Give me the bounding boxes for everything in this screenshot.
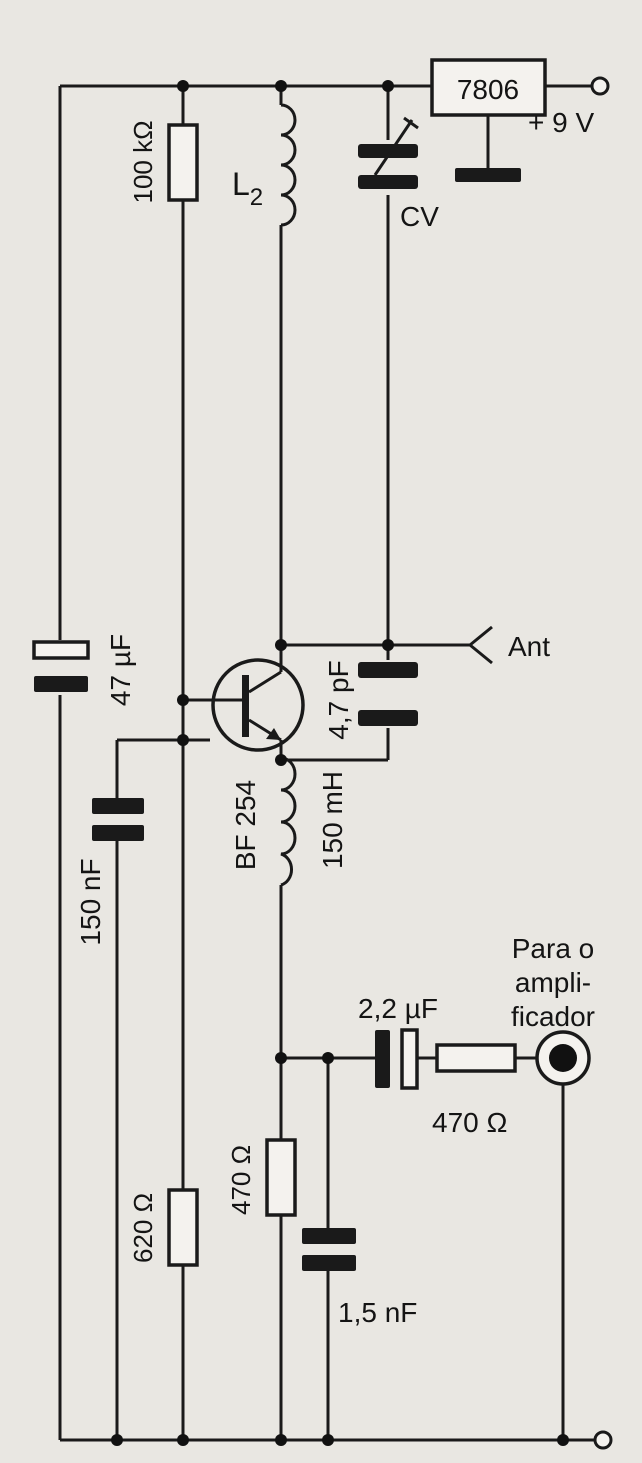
inductor-150mh	[280, 756, 297, 887]
regulator-ground-bar	[455, 168, 521, 182]
resistor-620	[167, 1188, 199, 1267]
capacitor-47uf	[32, 640, 90, 692]
capacitor-150nf	[92, 798, 144, 841]
resistor-100k-label: 100 kΩ	[128, 120, 158, 203]
capacitor-2u2f	[375, 1028, 419, 1090]
output-label-line3: ficador	[511, 1001, 595, 1032]
resistor-470-emitter	[265, 1138, 297, 1217]
antenna-label: Ant	[508, 631, 550, 662]
l2-label: L2	[232, 166, 263, 211]
antenna	[469, 625, 493, 665]
capacitor-47uf-label: 47 µF	[105, 634, 136, 706]
resistor-620-label: 620 Ω	[128, 1193, 158, 1263]
cv-label: CV	[400, 201, 439, 232]
resistor-470-emitter-label: 470 Ω	[226, 1145, 256, 1215]
inductor-l2	[280, 103, 297, 227]
regulator-label: 7806	[457, 74, 519, 105]
supply-label: + 9 V	[528, 107, 594, 138]
capacitor-1n5f-label: 1,5 nF	[338, 1297, 417, 1328]
variable-capacitor-cv	[358, 116, 419, 189]
capacitor-150nf-label: 150 nF	[75, 858, 106, 945]
resistor-100k	[167, 123, 199, 202]
resistor-470-output	[435, 1043, 517, 1073]
capacitor-4p7pf-label: 4,7 pF	[323, 660, 354, 739]
transistor-bf254	[211, 658, 305, 752]
supply-terminal	[590, 76, 610, 96]
regulator-7806	[430, 58, 547, 117]
capacitor-4p7pf	[358, 662, 418, 726]
ground-terminal	[593, 1430, 613, 1450]
output-label-line1: Para o	[512, 933, 595, 964]
output-jack	[535, 1030, 591, 1086]
junction-dots	[111, 80, 569, 1446]
capacitor-2u2f-label: 2,2 µF	[358, 993, 438, 1024]
transistor-label: BF 254	[230, 780, 261, 870]
inductor-150mh-label: 150 mH	[317, 771, 348, 869]
resistor-470-output-label: 470 Ω	[432, 1107, 507, 1138]
output-label-line2: ampli-	[515, 967, 591, 998]
capacitor-1n5f	[302, 1228, 356, 1271]
